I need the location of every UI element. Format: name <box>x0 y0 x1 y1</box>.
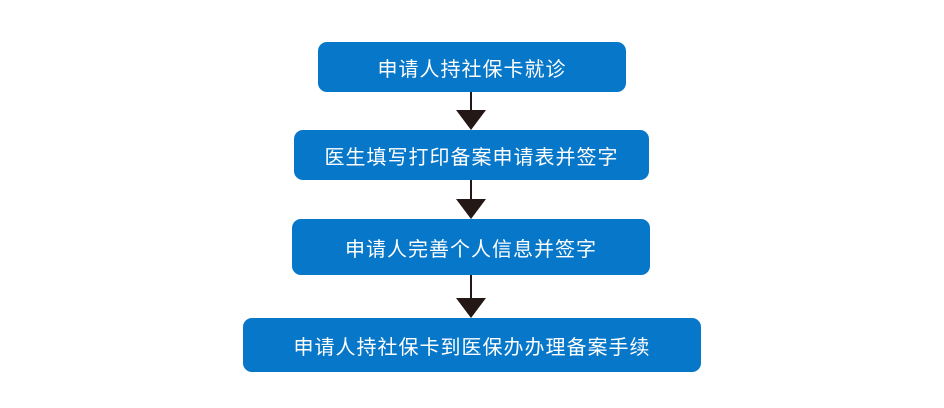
step-box-filing-procedure: 申请人持社保卡到医保办办理备案手续 <box>243 318 701 372</box>
step-label: 申请人完善个人信息并签字 <box>345 236 597 261</box>
step-box-complete-info: 申请人完善个人信息并签字 <box>292 219 650 275</box>
arrow-shaft <box>470 275 472 300</box>
arrow-head <box>456 110 486 130</box>
arrow-down-icon <box>456 275 486 318</box>
arrow-shaft <box>470 180 472 201</box>
arrow-down-icon <box>456 92 486 130</box>
arrow-down-icon <box>456 180 486 219</box>
arrow-shaft <box>470 92 472 112</box>
step-label: 医生填写打印备案申请表并签字 <box>324 144 619 169</box>
arrow-head <box>456 298 486 318</box>
step-box-doctor-form: 医生填写打印备案申请表并签字 <box>294 130 649 180</box>
step-label: 申请人持社保卡到医保办办理备案手续 <box>293 334 651 359</box>
step-label: 申请人持社保卡就诊 <box>377 56 567 81</box>
arrow-head <box>456 199 486 219</box>
step-box-seek-treatment: 申请人持社保卡就诊 <box>318 42 626 92</box>
